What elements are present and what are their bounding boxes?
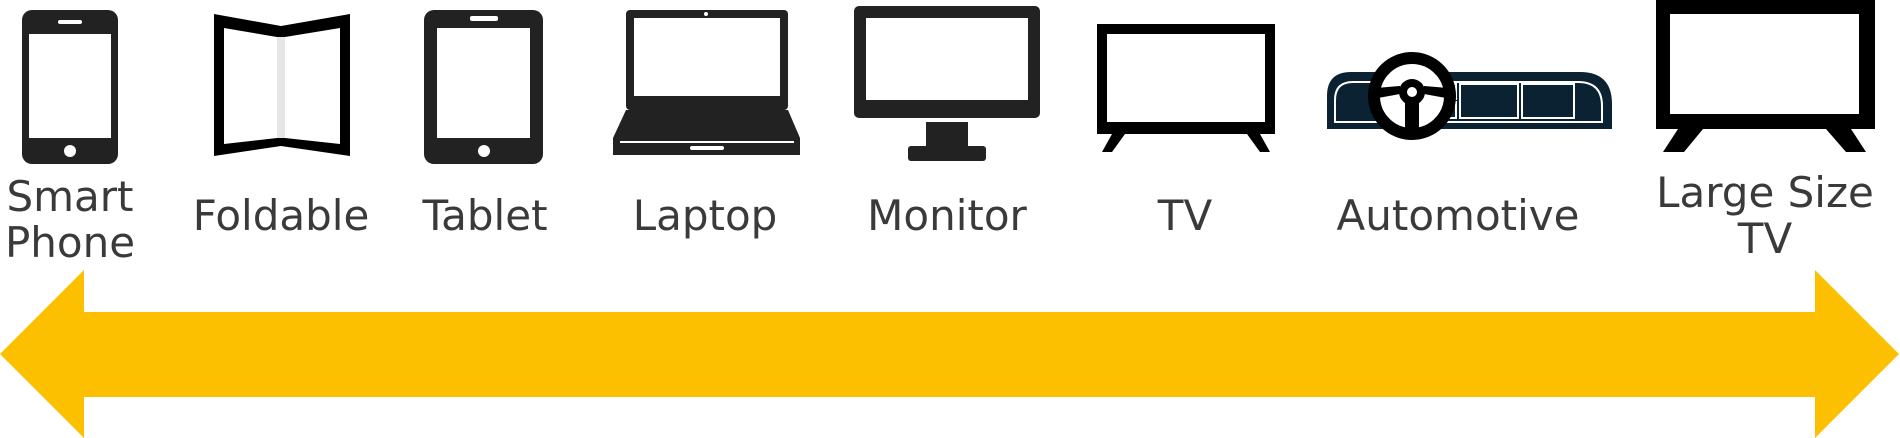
label-automotive: Automotive	[1336, 191, 1580, 240]
label-tablet: Tablet	[422, 191, 548, 240]
tablet-icon	[424, 10, 543, 164]
large-size-tv-icon	[1656, 0, 1875, 152]
tv-icon	[1097, 24, 1275, 152]
label-line: Phone	[4, 218, 136, 267]
size-range-double-arrow	[0, 270, 1899, 438]
smartphone-icon	[22, 10, 118, 164]
label-line: Large Size	[1656, 168, 1874, 217]
label-line: TV	[1737, 214, 1793, 263]
label-monitor: Monitor	[867, 191, 1027, 240]
label-large-size-tv: Large Size TV	[1656, 170, 1874, 262]
label-tv: TV	[1157, 191, 1213, 240]
foldable-icon	[214, 14, 350, 156]
label-smartphone: Smart Phone	[5, 174, 135, 266]
label-line: Smart	[6, 172, 134, 221]
automotive-icon	[1327, 52, 1612, 142]
laptop-icon	[613, 10, 800, 155]
label-laptop: Laptop	[632, 191, 778, 240]
monitor-icon	[854, 6, 1040, 161]
label-foldable: Foldable	[192, 191, 370, 240]
